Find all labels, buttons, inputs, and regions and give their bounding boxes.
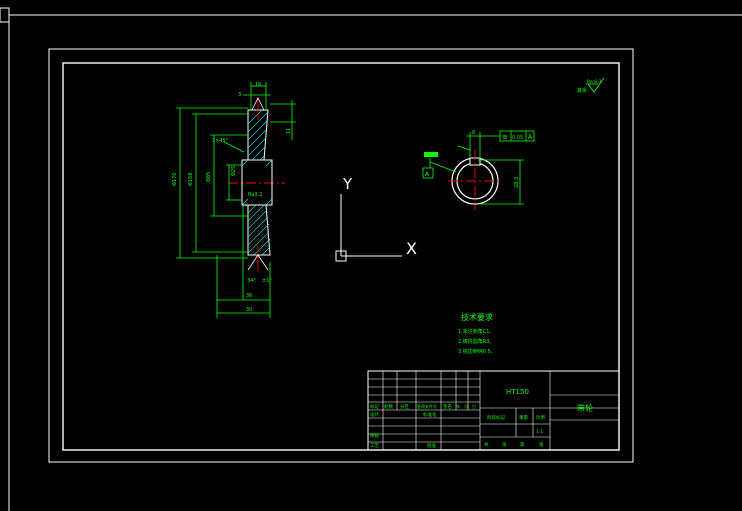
svg-text:Ra 6.3: Ra 6.3 (587, 79, 602, 85)
svg-text:标准化: 标准化 (423, 411, 437, 418)
svg-text:34°: 34° (247, 278, 256, 284)
svg-text:工艺: 工艺 (370, 443, 379, 449)
end-dim-labels: 8 28.3 (472, 130, 520, 188)
svg-text:1.未注倒角C1。: 1.未注倒角C1。 (458, 328, 494, 335)
svg-text:张: 张 (502, 441, 507, 448)
svg-text:设计: 设计 (370, 411, 379, 418)
lower-hatch (247, 204, 271, 256)
svg-text:技术要求: 技术要求 (461, 312, 493, 322)
svg-text:其余: 其余 (577, 87, 587, 94)
svg-text:Φ170: Φ170 (172, 173, 178, 186)
viewport-corner-marker (0, 7, 10, 23)
svg-text:共: 共 (484, 441, 489, 448)
svg-text:Ra3.2: Ra3.2 (248, 192, 262, 198)
svg-text:第: 第 (520, 441, 525, 448)
svg-text:2×45°: 2×45° (212, 138, 229, 144)
svg-text:张: 张 (539, 441, 544, 448)
section-dim-labels: Φ170 Φ158 Φ85 Φ25 2×45° 16 3 11 36 30 34… (172, 82, 292, 313)
svg-text:Φ85: Φ85 (206, 172, 212, 182)
svg-text:1:1: 1:1 (536, 429, 543, 435)
datum-marker: A (422, 152, 438, 179)
svg-text:处数: 处数 (384, 403, 393, 410)
svg-text:30: 30 (246, 307, 252, 313)
svg-text:批准: 批准 (427, 442, 436, 449)
roughness-symbol: Ra 6.3 其余 (577, 77, 605, 94)
part-name-label: 带轮 (577, 403, 593, 413)
groove-top (251, 97, 265, 111)
svg-text:11: 11 (286, 128, 292, 134)
title-block[interactable]: 标记 处数 分区 更改文件号 签名 年、月、日 设计 标准化 审核 工艺 批准 … (367, 370, 620, 451)
svg-text:更改文件号: 更改文件号 (417, 403, 437, 409)
sheet-inner-border (62, 62, 620, 451)
technical-requirements: 技术要求 1.未注倒角C1。 2.铸造圆角R3。 3.锐边倒钝0.5。 (458, 312, 496, 355)
svg-text:36: 36 (246, 293, 252, 299)
svg-text:年、月、日: 年、月、日 (456, 403, 476, 409)
hub-hatch (241, 159, 273, 206)
svg-text:16: 16 (255, 82, 261, 88)
svg-text:A: A (425, 171, 430, 178)
end-view-dimensions (429, 132, 524, 205)
tolerance-datum: A (528, 134, 533, 141)
svg-text:28.3: 28.3 (514, 177, 520, 188)
ucs-icon: Y X (335, 175, 417, 262)
svg-text:Φ158: Φ158 (188, 173, 194, 186)
section-dimensions (176, 82, 296, 318)
svg-text:重量: 重量 (519, 414, 528, 421)
groove-bottom (247, 254, 269, 271)
material-label: HT150 (506, 388, 529, 396)
tolerance-symbol: ≡ (502, 133, 508, 141)
svg-text:Φ25: Φ25 (231, 166, 237, 176)
svg-text:比例: 比例 (536, 414, 545, 421)
svg-text:签名: 签名 (443, 403, 452, 410)
svg-text:审核: 审核 (370, 432, 379, 439)
ucs-x-label: X (406, 239, 417, 258)
svg-text:2.铸造圆角R3。: 2.铸造圆角R3。 (458, 338, 494, 345)
sheet-outer-border (48, 48, 634, 463)
tolerance-frame: ≡ 0.05 A (499, 130, 535, 142)
svg-text:分区: 分区 (400, 403, 409, 410)
svg-text:3.锐边倒钝0.5。: 3.锐边倒钝0.5。 (458, 348, 496, 355)
svg-text:标记: 标记 (370, 403, 379, 410)
upper-rim (247, 109, 269, 161)
pulley-end-view[interactable] (448, 150, 502, 210)
svg-text:3: 3 (238, 92, 241, 98)
lower-rim (247, 204, 271, 256)
svg-text:阶段标记: 阶段标记 (487, 414, 505, 421)
ucs-y-label: Y (342, 175, 353, 193)
svg-text:±1°: ±1° (262, 278, 272, 284)
svg-text:8: 8 (472, 130, 475, 136)
tolerance-value: 0.05 (512, 135, 523, 141)
pulley-section-view[interactable] (228, 97, 285, 272)
upper-hatch (247, 109, 269, 161)
